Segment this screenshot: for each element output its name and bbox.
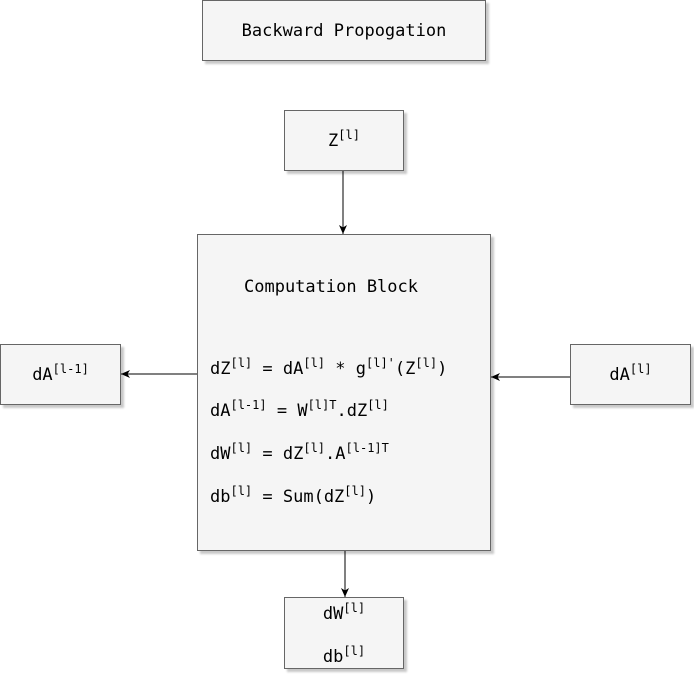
equation-da: dA[l-1] = W[l]T.dZ[l] [210,398,389,421]
diagram-title: Backward Propogation [241,20,447,41]
z-input-box: Z[l] [284,110,404,171]
z-label: Z[l] [328,127,360,151]
da-label: dA[l] [609,361,652,385]
da-prev-output-box: dA[l-1] [0,344,121,405]
gradients-output-box: dW[l] db[l] [284,597,404,669]
dw-label: dW[l] [322,601,366,624]
db-label: db[l] [322,644,366,667]
computation-block: Computation Block dZ[l] = dA[l] * g[l]'(… [197,234,491,551]
computation-title: Computation Block [244,277,418,297]
equation-dz: dZ[l] = dA[l] * g[l]'(Z[l]) [210,356,448,379]
equation-dw: dW[l] = dZ[l].A[l-1]T [210,441,389,464]
da-prev-label: dA[l-1] [32,361,89,385]
equation-db: db[l] = Sum(dZ[l]) [210,484,377,507]
title-box: Backward Propogation [202,0,486,61]
da-input-box: dA[l] [570,344,691,405]
